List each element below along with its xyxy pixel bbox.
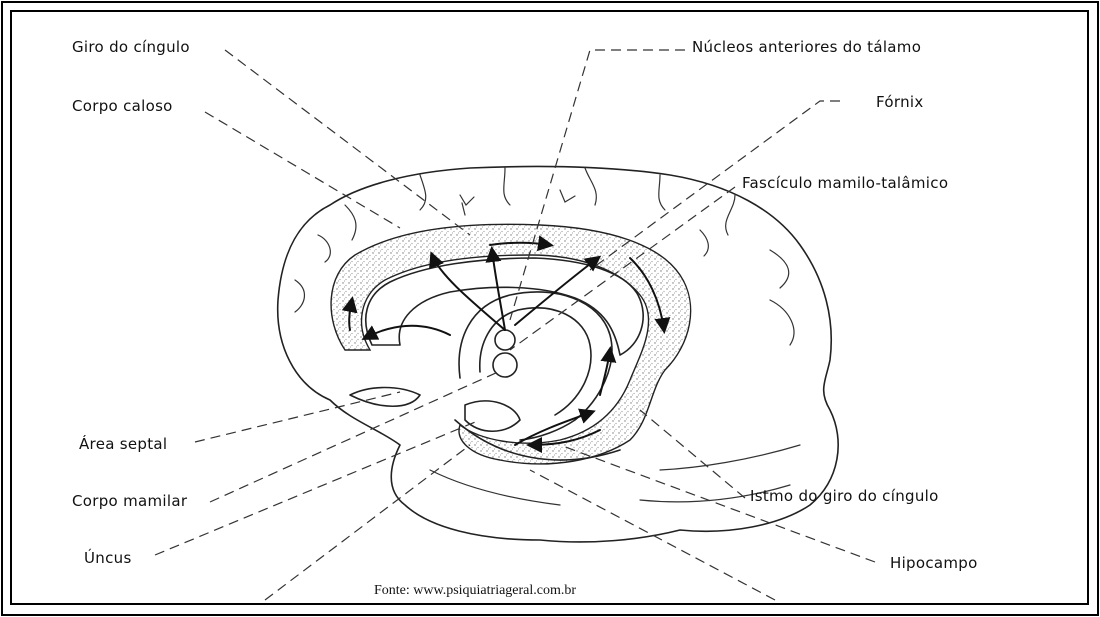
label-corpo-caloso: Corpo caloso xyxy=(72,97,173,115)
sulcus xyxy=(318,235,330,262)
source-caption: Fonte: www.psiquiatriageral.com.br xyxy=(374,583,576,599)
sulcus xyxy=(726,195,735,235)
label-nucleos-anteriores: Núcleos anteriores do tálamo xyxy=(692,38,921,56)
hemisphere-outline xyxy=(278,166,838,541)
sulcus xyxy=(659,175,665,210)
papez-arrow xyxy=(492,250,505,330)
label-istmo: Istmo do giro do cíngulo xyxy=(750,487,939,505)
sulcus xyxy=(560,190,575,202)
label-hipocampo: Hipocampo xyxy=(890,554,978,572)
uncus-shape xyxy=(465,401,520,431)
leader-istmo xyxy=(640,410,745,498)
anterior-thalamic-nucleus xyxy=(495,330,515,350)
papez-arrow xyxy=(365,326,450,338)
leader-corpo-mamilar xyxy=(210,372,498,502)
label-fornix: Fórnix xyxy=(876,93,924,111)
septal-area xyxy=(350,388,420,407)
leader-bottom-right xyxy=(530,470,775,600)
sulcus xyxy=(295,280,304,312)
sulcus xyxy=(460,195,474,215)
sulcus xyxy=(700,230,708,256)
sulcus xyxy=(585,168,596,205)
sulcus xyxy=(770,300,794,345)
leader-area-septal xyxy=(195,392,400,442)
leader-corpo-caloso xyxy=(205,112,400,228)
cingulate-band xyxy=(331,224,691,464)
label-area-septal: Área septal xyxy=(79,435,167,453)
fornix xyxy=(459,292,612,440)
mammillary-body xyxy=(493,353,517,377)
sulcus xyxy=(660,445,800,470)
label-giro-do-cingulo: Giro do cíngulo xyxy=(72,38,190,56)
label-corpo-mamilar: Corpo mamilar xyxy=(72,492,187,510)
leader-bottom-left xyxy=(265,445,470,600)
sulcus xyxy=(770,250,789,288)
sulcus xyxy=(345,205,356,240)
sulcus xyxy=(504,168,510,205)
corpus-callosum xyxy=(366,258,643,355)
sulcus xyxy=(420,175,426,210)
label-uncus: Úncus xyxy=(84,549,132,567)
label-fasciculo: Fascículo mamilo-talâmico xyxy=(742,174,948,192)
